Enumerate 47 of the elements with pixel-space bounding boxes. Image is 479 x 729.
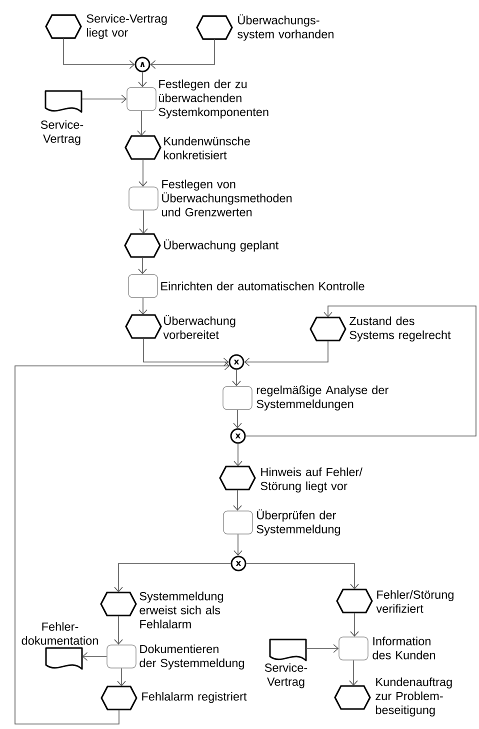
event-label: Zustand des Systems regelrecht bbox=[350, 316, 451, 342]
document-label: Service-Vertrag bbox=[264, 663, 308, 688]
document-label: Service-Vertrag bbox=[40, 120, 84, 146]
arrow bbox=[350, 612, 359, 637]
arrow bbox=[138, 297, 148, 315]
arrow bbox=[138, 72, 147, 88]
arrow bbox=[233, 489, 242, 511]
arrow bbox=[14, 361, 230, 724]
arrow bbox=[150, 38, 215, 69]
function-label: Dokumentieren der Systemmeldung bbox=[140, 644, 244, 670]
event-label: Service-Vertrag liegt vor bbox=[86, 14, 167, 39]
arrow bbox=[63, 38, 135, 69]
arrow bbox=[82, 652, 108, 661]
event-label: Fehler/Störung verifiziert bbox=[376, 590, 454, 613]
event-label: Fehlalarm registriert bbox=[142, 692, 247, 703]
event-label: Überwachungs-system vorhanden bbox=[238, 14, 334, 41]
arrow bbox=[139, 210, 148, 234]
arrow bbox=[114, 615, 123, 645]
document-label: Fehler-dokumentation bbox=[22, 622, 98, 645]
arrow bbox=[137, 110, 146, 136]
arrow bbox=[245, 306, 476, 436]
function-label: Festlegen von Überwachungsmethoden und Grenzwerten bbox=[162, 180, 292, 216]
function-label: Festlegen der zu überwachenden Systemkomponenten bbox=[158, 80, 268, 118]
event-label: Systemmeldung erweist sich als Fehlalarm bbox=[140, 592, 224, 628]
arrow bbox=[81, 94, 127, 104]
arrow bbox=[143, 338, 229, 366]
arrow bbox=[234, 534, 242, 556]
arrow bbox=[138, 158, 148, 187]
arrow bbox=[117, 668, 126, 686]
event-label: Überwachung vorbereitet bbox=[163, 315, 236, 339]
arrow bbox=[234, 443, 242, 466]
arrow bbox=[246, 563, 359, 590]
function-label: regelmäßige Analyse der Systemmeldungen bbox=[256, 386, 388, 410]
function-label: Einrichten der automatischen Kontrolle bbox=[161, 282, 364, 290]
function-label: Überprüfen der Systemmeldung bbox=[256, 509, 340, 536]
function-label: Information des Kunden bbox=[372, 636, 436, 660]
event-label: Hinweis auf Fehler/ Störung liegt vor bbox=[260, 468, 362, 492]
arrow bbox=[232, 369, 241, 386]
event-label: Überwachung geplant bbox=[164, 239, 279, 252]
event-label: Kundenwünsche konkretisiert bbox=[164, 136, 250, 160]
arrow bbox=[138, 256, 147, 274]
arrow bbox=[306, 644, 339, 653]
arrow bbox=[114, 563, 232, 592]
arrow bbox=[244, 340, 328, 366]
event-label: Kundenauftrag zur Problem-beseitigung bbox=[376, 678, 452, 716]
arrow bbox=[349, 660, 358, 686]
arrow bbox=[233, 409, 242, 428]
